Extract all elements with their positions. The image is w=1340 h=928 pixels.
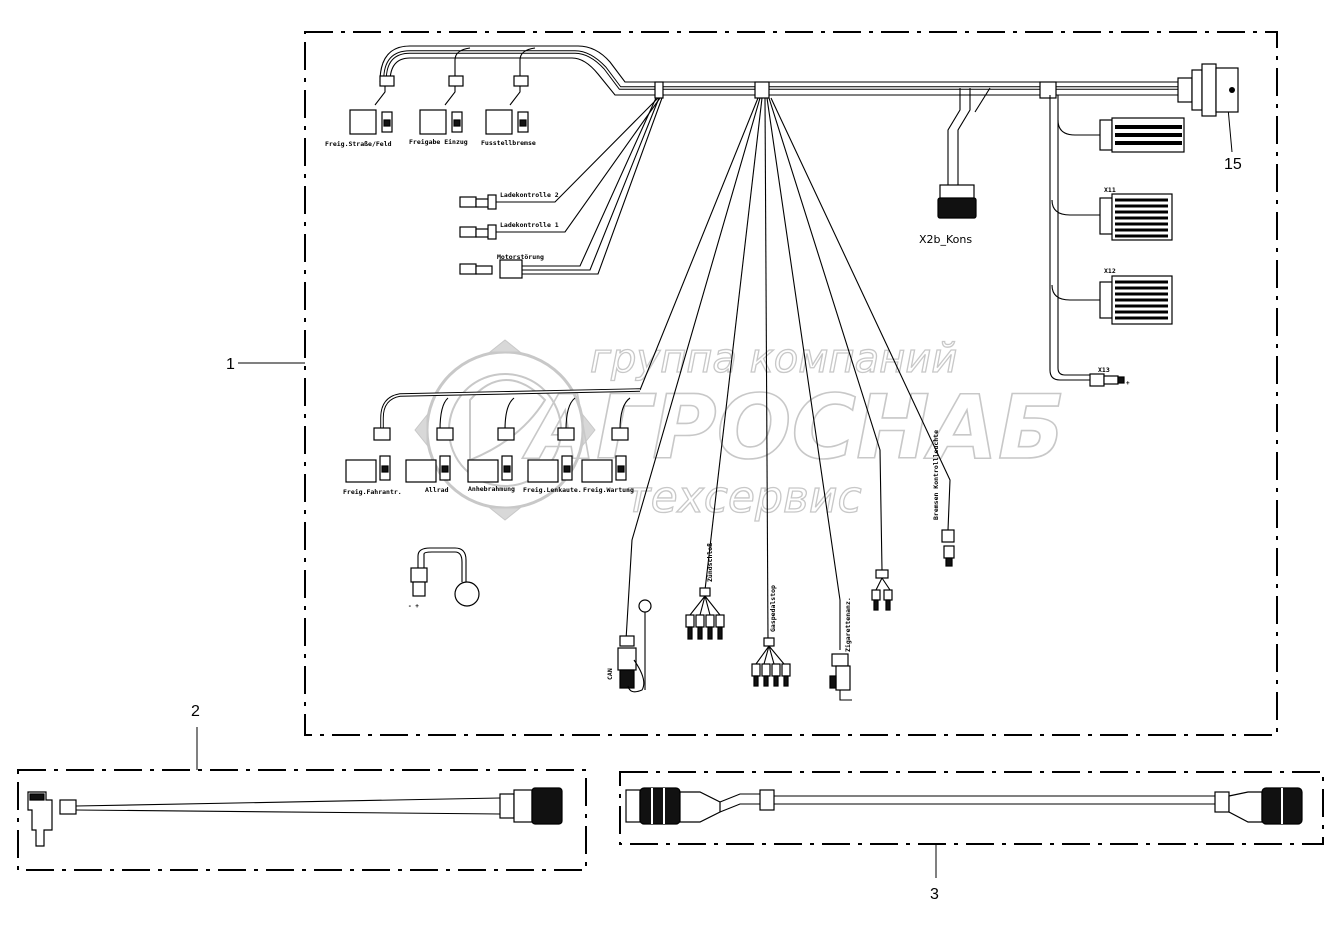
connector-zigaretten: Zigarettenanz. [829, 597, 852, 701]
label-can: CAN [606, 668, 614, 680]
connector-allrad [405, 427, 454, 483]
connector-anhebrahmung [467, 427, 515, 483]
watermark-line-3: техсервис [625, 472, 862, 523]
connector-x12: X12 [1099, 267, 1173, 325]
label-ladekontrolle-2: Ladekontrolle 2 [500, 191, 559, 199]
connector-top-right [1099, 117, 1185, 153]
connector-freigabe-einzug [419, 60, 464, 135]
connector-fusstellbremse [485, 60, 529, 135]
x13-plus-sign: + [1126, 380, 1130, 387]
label-fusstellbremse: Fusstellbremse [481, 139, 536, 147]
label-motorstoerung: Motorstörung [497, 253, 544, 261]
frame-main-harness [304, 31, 1278, 736]
label-x11: X11 [1104, 186, 1116, 194]
label-x12: X12 [1104, 267, 1116, 275]
label-allrad: Allrad [425, 486, 449, 494]
label-x13: X13 [1098, 366, 1110, 374]
main-trunk [379, 45, 1180, 99]
label-freig-wartung: Freig.Wartung [583, 486, 634, 494]
label-gaspedal: Gaspedalstop [769, 585, 777, 632]
label-zuendschloss: Zündschloß [706, 543, 714, 582]
position-number-3: 3 [930, 886, 939, 903]
connector-zuendschloss: Zündschloß [685, 543, 725, 640]
connector-freig-fahrantr [345, 427, 391, 483]
connector-freig-wartung [581, 427, 629, 483]
label-polarity: - + [408, 603, 419, 610]
position-number-15: 15 [1224, 156, 1242, 173]
right-bundle: X11 X12 X13 + [1049, 95, 1185, 387]
connector-x2b-kons: X2b_Kons [919, 87, 991, 246]
label-kontrolle: Bremsen Kontrollleuchte [932, 430, 940, 520]
connector-gaspedal: Gaspedalstop [751, 585, 791, 687]
label-freigabe-einzug: Freigabe Einzug [409, 138, 468, 146]
label-freig-fahrantr: Freig.Fahrantr. [343, 488, 402, 496]
watermark-line-1: группа компаний [590, 336, 957, 382]
adapter-cable [27, 787, 563, 847]
watermark-gear-icon [414, 339, 596, 521]
label-zigaretten: Zigarettenanz. [844, 597, 852, 652]
extension-cable [625, 787, 1303, 825]
connector-two-pin [871, 569, 893, 611]
frame-adapter-cable [17, 769, 587, 871]
top-connector-group: Freig.Straße/Feld Freigabe Einzug Fusste… [325, 60, 536, 148]
connector-freig-lenkaute [527, 427, 575, 483]
label-anhebrahmung: Anhebrahmung [468, 485, 515, 493]
position-number-1: 1 [226, 356, 235, 373]
central-fan-wires [625, 97, 951, 650]
round-socket-15 [1177, 63, 1239, 117]
label-ladekontrolle-1: Ladekontrolle 1 [500, 221, 559, 229]
connector-x13: X13 + [1089, 366, 1130, 387]
connector-can: CAN [606, 599, 652, 693]
lamp-connector-group: Ladekontrolle 2 Ladekontrolle 1 Motorstö… [459, 97, 663, 279]
frame-extension-cable [619, 771, 1324, 845]
position-number-2: 2 [191, 703, 200, 720]
label-x2b-kons: X2b_Kons [919, 233, 972, 246]
connector-freig-strasse [349, 75, 395, 135]
ground-lead: - + [408, 547, 480, 610]
connector-x11: X11 [1099, 186, 1173, 241]
connector-kontrolle: Bremsen Kontrollleuchte [932, 430, 955, 567]
label-freig-lenkaute: Freig.Lenkaute. [523, 486, 582, 494]
label-freig-strasse: Freig.Straße/Feld [325, 140, 392, 148]
lower-connector-group: Freig.Fahrantr. Allrad Anhebrahmung Frei… [343, 388, 641, 496]
